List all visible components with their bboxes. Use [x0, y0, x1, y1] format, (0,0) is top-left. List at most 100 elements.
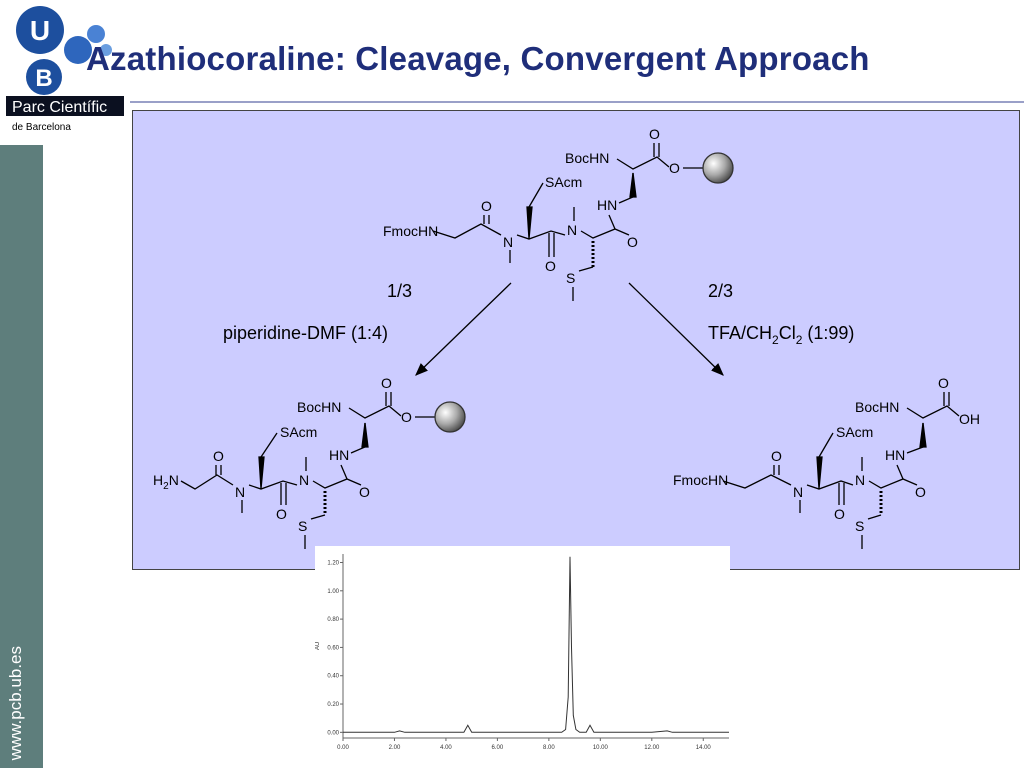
- bond: [896, 464, 904, 480]
- carbonyl-o: O: [915, 484, 926, 500]
- y-tick-label: 0.60: [327, 645, 339, 651]
- logo-circle-b: [26, 59, 62, 95]
- hn-label: HN: [885, 447, 905, 463]
- carbonyl-o: O: [276, 506, 287, 522]
- y-tick-label: 0.80: [327, 617, 339, 623]
- bond: [348, 405, 402, 419]
- amine-subscript: 2: [163, 481, 169, 492]
- slide-title: Azathiocoraline: Cleavage, Convergent Ap…: [86, 40, 870, 77]
- reagent-subscript: 2: [772, 333, 779, 347]
- x-tick-label: 14.00: [696, 745, 712, 751]
- x-tick-label: 10.00: [593, 745, 609, 751]
- bond: [867, 514, 882, 520]
- bond: [312, 478, 362, 489]
- bond: [806, 480, 854, 490]
- hn-label: HN: [597, 197, 617, 213]
- logo: U B Parc Científic de Barcelona: [0, 0, 130, 145]
- thioether-s: S: [298, 518, 307, 534]
- logo-name: Parc Científic: [12, 99, 107, 116]
- thioether-s: S: [855, 518, 864, 534]
- bond: [248, 480, 298, 490]
- bond: [528, 182, 544, 208]
- logo-letter-b: B: [35, 65, 52, 92]
- logo-name-bar: [6, 96, 124, 116]
- x-tick-label: 12.00: [644, 745, 660, 751]
- wedge-bond: [361, 422, 369, 448]
- logo-bubble: [87, 25, 105, 43]
- right-product: FmocHN O N O SAcm N S O HN BocHN O OH: [673, 375, 980, 549]
- carbonyl-o: O: [359, 484, 370, 500]
- y-tick-label: 0.00: [327, 730, 339, 736]
- bond: [340, 464, 348, 480]
- boc-label: BocHN: [855, 399, 899, 415]
- y-tick-label: 0.40: [327, 674, 339, 680]
- logo-graphic: U B Parc Científic de Barcelona: [6, 6, 124, 133]
- carbonyl-o: O: [213, 448, 224, 464]
- logo-subname: de Barcelona: [12, 122, 71, 133]
- arrow-right: [628, 282, 724, 376]
- y-tick-label: 1.20: [327, 560, 339, 566]
- amide-n: N: [855, 472, 865, 488]
- bond: [260, 432, 278, 458]
- logo-bubble: [100, 44, 112, 56]
- wedge-bond: [919, 422, 927, 448]
- boc-label: BocHN: [297, 399, 341, 415]
- hn-label: HN: [329, 447, 349, 463]
- starting-material: FmocHN O N O SAcm N S O HN BocHN O O: [383, 126, 734, 301]
- bond: [580, 228, 630, 239]
- x-tick-label: 2.00: [389, 745, 401, 751]
- boc-label: BocHN: [565, 150, 609, 166]
- carbonyl-o: O: [771, 448, 782, 464]
- reagent-part: Cl: [779, 323, 796, 343]
- chromatogram-trace: [343, 556, 729, 733]
- carbonyl-o: O: [381, 375, 392, 391]
- sacm-label: SAcm: [836, 424, 873, 440]
- wedge-bond: [816, 456, 823, 490]
- wedge-bond: [258, 456, 265, 490]
- x-tick-label: 8.00: [543, 745, 555, 751]
- amide-n: N: [235, 484, 245, 500]
- bond: [310, 514, 326, 520]
- title-divider: [130, 101, 1024, 103]
- right-reagent: TFA/CH2Cl2 (1:99): [708, 323, 854, 347]
- amine-label: H2N: [153, 472, 179, 492]
- resin-bead: [702, 152, 734, 184]
- sacm-label: SAcm: [280, 424, 317, 440]
- amide-n: N: [567, 222, 577, 238]
- carbonyl-o: O: [649, 126, 660, 142]
- acid-oh: OH: [959, 411, 980, 427]
- reagent-part: TFA/CH: [708, 323, 772, 343]
- left-product: H2N O N O SAcm N S O HN BocHN O O: [153, 375, 466, 549]
- amide-n: N: [793, 484, 803, 500]
- bond: [432, 223, 502, 239]
- fmoc-label: FmocHN: [383, 223, 438, 239]
- x-tick-label: 0.00: [337, 745, 349, 751]
- carbonyl-o: O: [481, 198, 492, 214]
- bond: [180, 474, 234, 490]
- scheme-drawing: FmocHN O N O SAcm N S O HN BocHN O O: [153, 126, 980, 549]
- chromatogram-axes: [342, 554, 729, 739]
- arrow-left: [415, 282, 512, 376]
- sidebar: www.pcb.ub.es: [0, 145, 43, 768]
- x-tick-label: 6.00: [492, 745, 504, 751]
- logo-letter-u: U: [30, 15, 50, 46]
- carbonyl-o: O: [627, 234, 638, 250]
- wedge-bond: [526, 206, 533, 240]
- carbonyl-o: O: [938, 375, 949, 391]
- wedge-bond: [629, 172, 637, 198]
- carbonyl-o: O: [834, 506, 845, 522]
- carbonyl-o: O: [545, 258, 556, 274]
- bond: [818, 432, 834, 458]
- resin-bead: [434, 401, 466, 433]
- bond: [578, 266, 594, 272]
- left-ratio: 1/3: [387, 281, 412, 301]
- amine-part: N: [169, 472, 179, 488]
- fmoc-label: FmocHN: [673, 472, 728, 488]
- left-reagent: piperidine-DMF (1:4): [223, 323, 388, 343]
- reaction-scheme: FmocHN O N O SAcm N S O HN BocHN O O: [132, 110, 1020, 570]
- logo-bubble: [64, 36, 92, 64]
- y-tick-label: 1.00: [327, 589, 339, 595]
- bond: [868, 478, 918, 489]
